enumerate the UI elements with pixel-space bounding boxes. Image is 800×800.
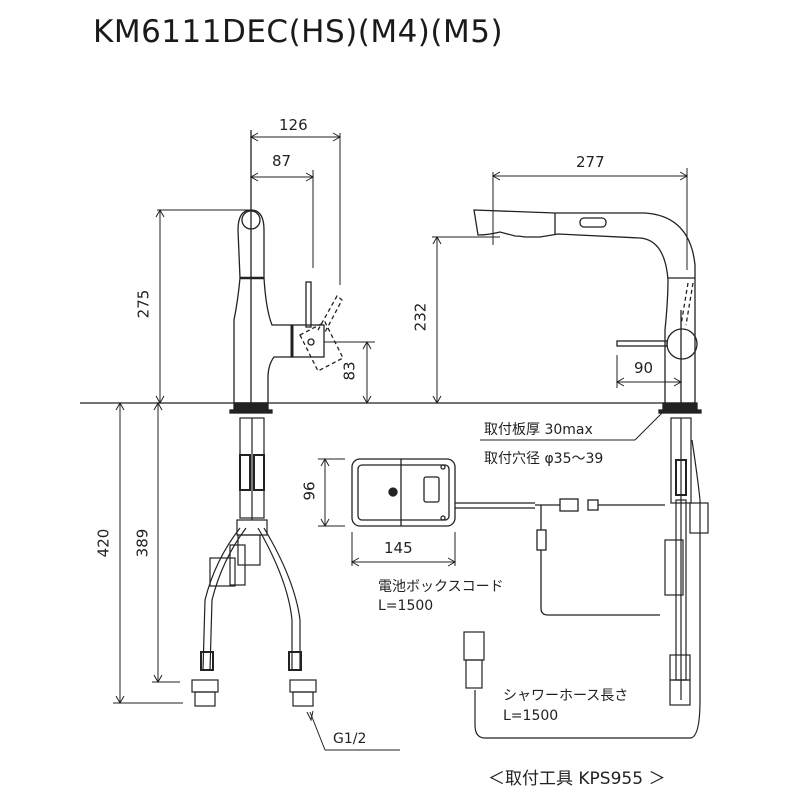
- left-supply-assembly: [191, 417, 317, 707]
- side-dimensions: [155, 130, 375, 405]
- side-faucet-body: [229, 130, 344, 414]
- shower-hose-length: L=1500: [503, 708, 559, 724]
- installation-tool-note: ＜取付工具 KPS955 ＞: [488, 769, 666, 789]
- battery-box: [351, 458, 665, 616]
- front-dimensions: [432, 168, 689, 405]
- dim-145: 145: [384, 539, 413, 557]
- battery-cord-label: 電池ボックスコード: [378, 579, 504, 595]
- dim-389: 389: [133, 528, 152, 558]
- front-faucet-body: [473, 209, 702, 414]
- dim-420: 420: [94, 528, 113, 558]
- dim-277: 277: [576, 153, 605, 171]
- right-supply-assembly: [463, 417, 709, 739]
- battery-cord-length: L=1500: [378, 598, 434, 614]
- mounting-thickness-note: 取付板厚 30max: [484, 422, 593, 438]
- dim-87: 87: [272, 152, 292, 170]
- thread-spec: G1/2: [333, 731, 367, 747]
- under-counter-dimensions: [113, 401, 400, 751]
- mounting-hole-note: 取付穴径 φ35～39: [484, 451, 604, 467]
- dim-90: 90: [634, 359, 654, 377]
- dim-232: 232: [411, 302, 430, 332]
- dim-83: 83: [340, 361, 359, 381]
- shower-hose-label: シャワーホース長さ: [503, 688, 629, 704]
- model-title: KM6111DEC(HS)(M4)(M5): [93, 14, 504, 50]
- battery-box-dimensions: [318, 457, 457, 567]
- dim-126: 126: [279, 116, 308, 134]
- dim-96: 96: [300, 481, 319, 501]
- dim-275: 275: [134, 289, 153, 319]
